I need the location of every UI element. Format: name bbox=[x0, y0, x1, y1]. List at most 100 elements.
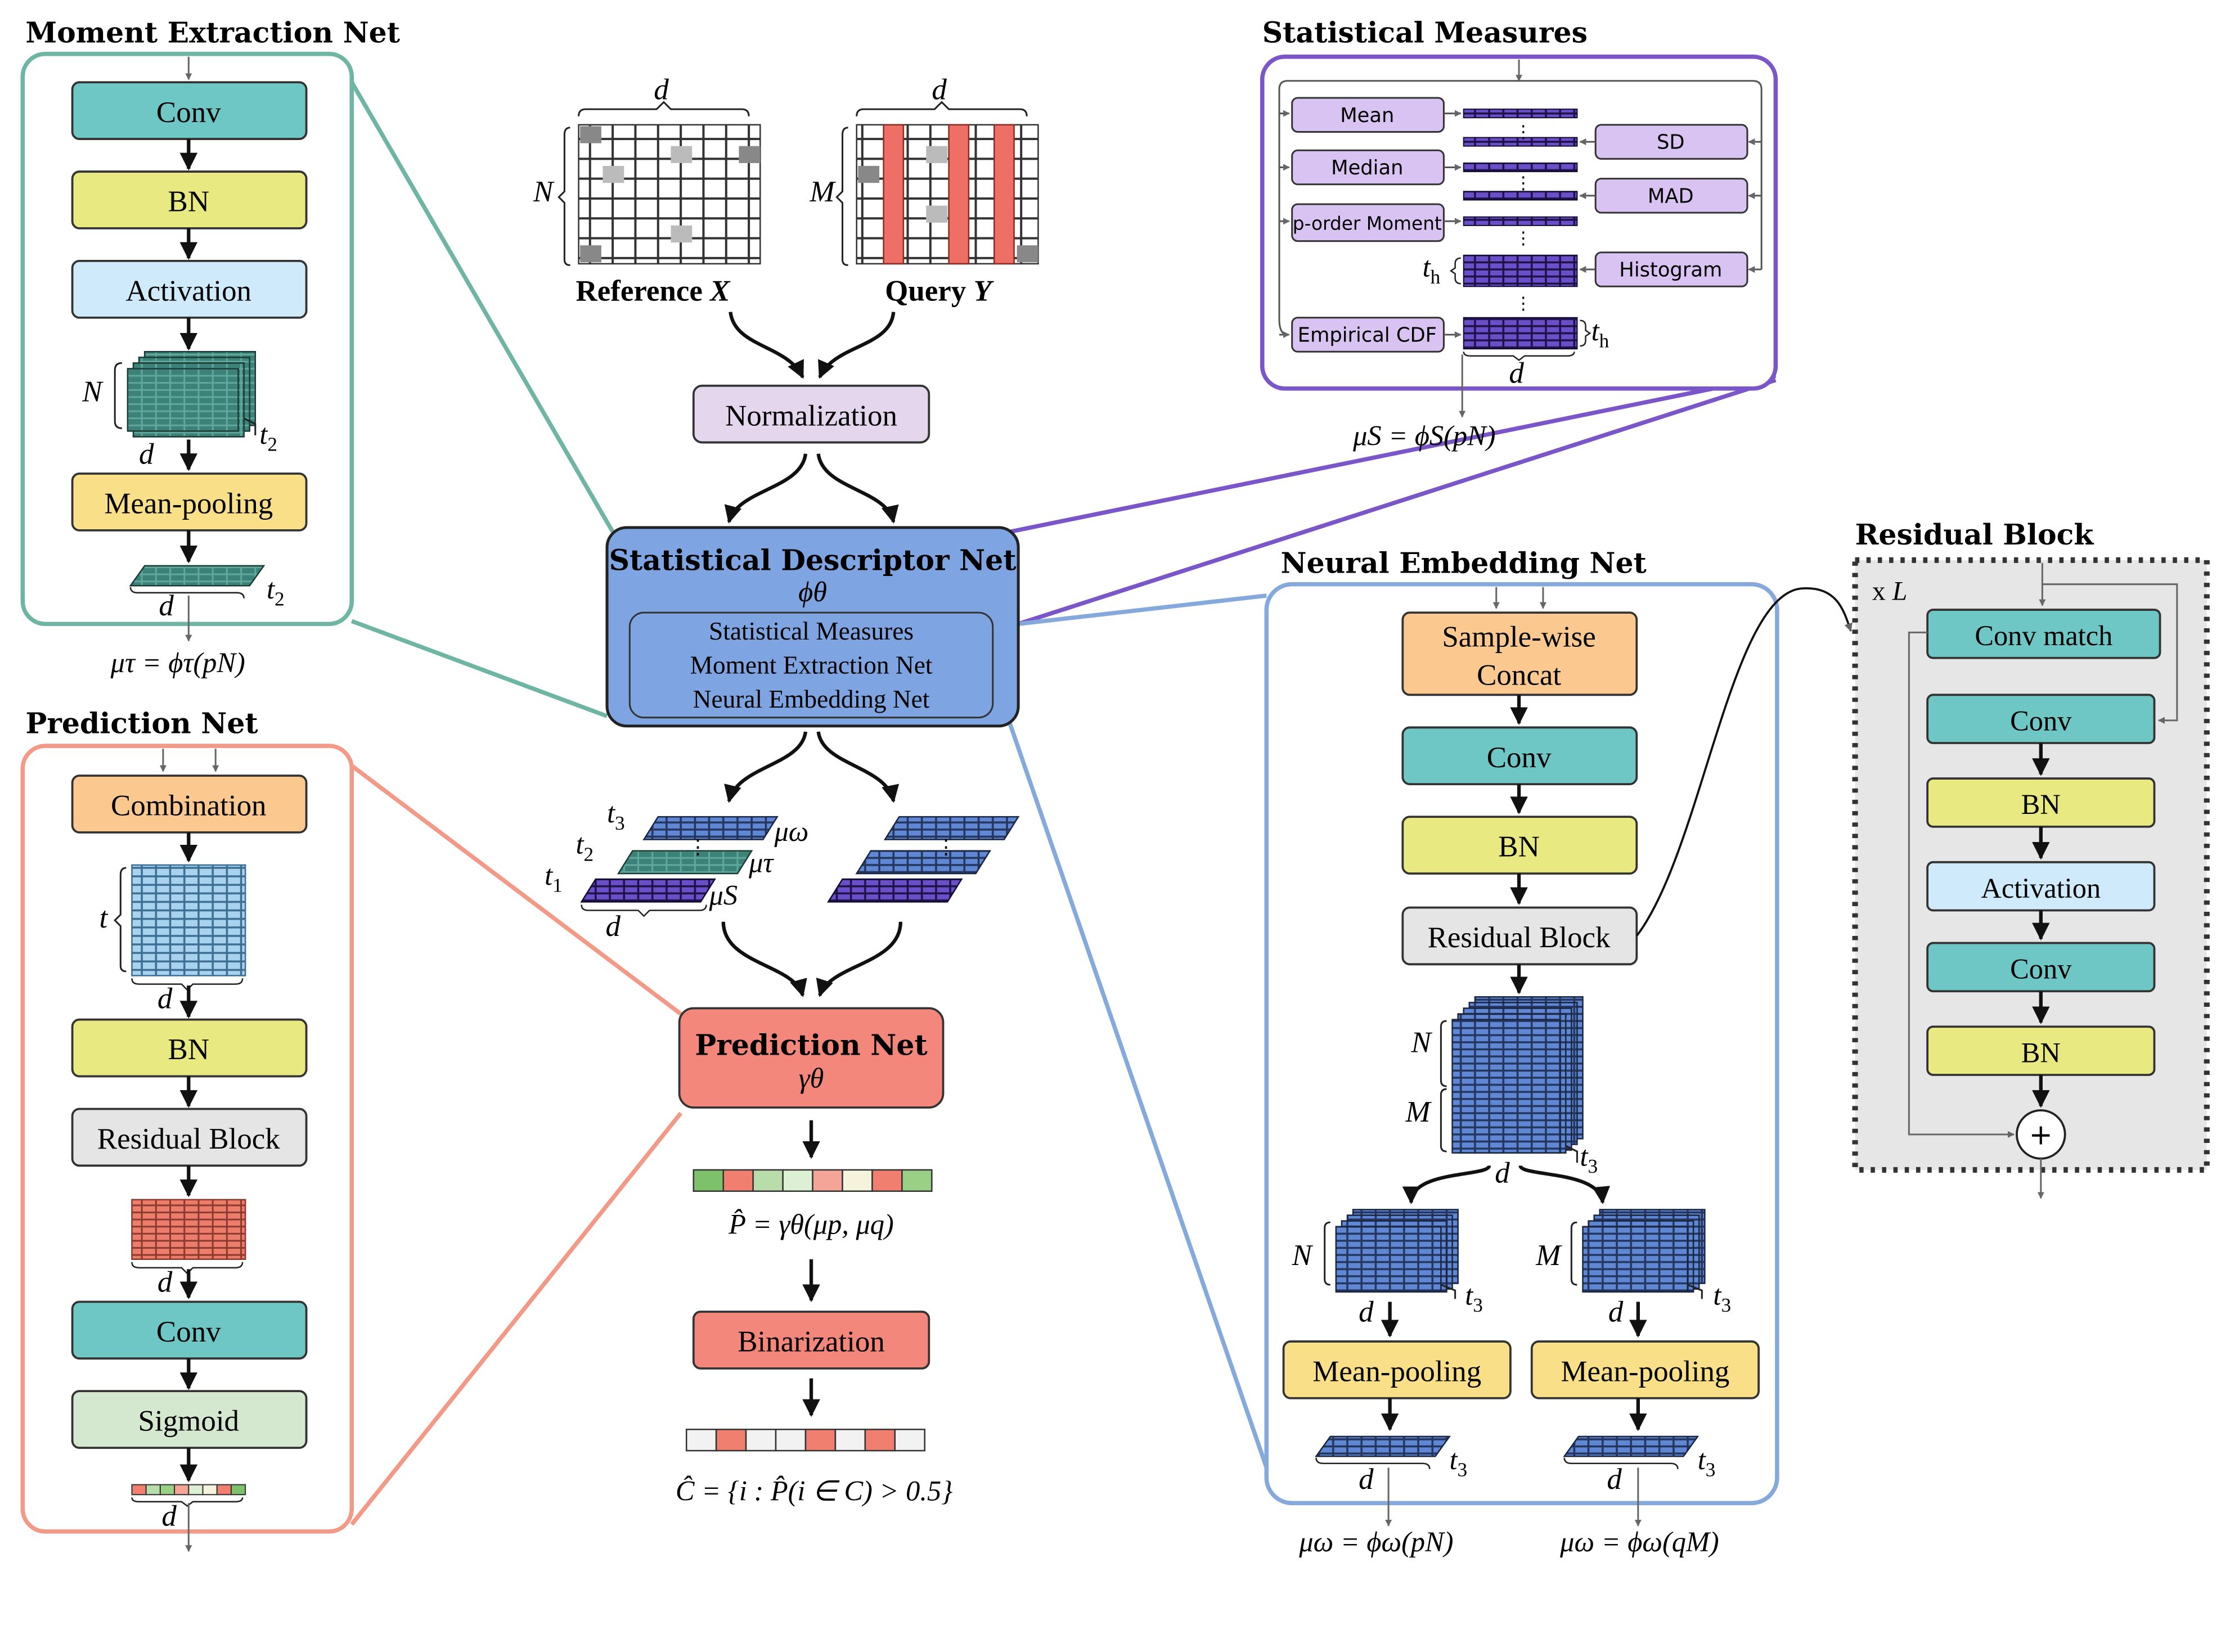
mean-label: Mean bbox=[1340, 104, 1394, 127]
moment-tensor-3d bbox=[127, 350, 257, 438]
neural-M2-label: M bbox=[1535, 1239, 1562, 1272]
combination-label: Combination bbox=[111, 790, 266, 822]
prediction-net-panel-title: Prediction Net bbox=[25, 706, 258, 740]
combination-block bbox=[71, 775, 308, 834]
median-block bbox=[1291, 149, 1445, 186]
sigmoid-label: Sigmoid bbox=[138, 1405, 239, 1438]
neural-t3-label-a: t3 bbox=[1580, 1140, 1598, 1177]
moment-t2-label-a: t2 bbox=[259, 418, 277, 456]
res-xL-label: x L bbox=[1872, 576, 1908, 606]
moment-N-label: N bbox=[82, 375, 104, 408]
neural-d-label-d: d bbox=[1359, 1463, 1374, 1496]
combined-tensor bbox=[131, 864, 246, 976]
neural-M-label: M bbox=[1405, 1096, 1432, 1128]
neural-N2-label: N bbox=[1292, 1239, 1314, 1272]
res-conv2-label: Conv bbox=[2010, 953, 2072, 985]
res-conv2-block bbox=[1926, 942, 2156, 993]
neural-pooled-left bbox=[1315, 1435, 1451, 1457]
ref-N-label: N bbox=[533, 175, 555, 208]
neural-pool-left-label: Mean-pooling bbox=[1312, 1356, 1481, 1388]
res-bn1-label: BN bbox=[2021, 789, 2061, 820]
neural-pool-right-block bbox=[1530, 1340, 1760, 1399]
sdn-sub-neural: Neural Embedding Net bbox=[693, 685, 930, 713]
mad-label: MAD bbox=[1648, 185, 1694, 208]
moment-extraction-title: Moment Extraction Net bbox=[25, 16, 400, 49]
conv-match-block bbox=[1926, 609, 2161, 659]
svg-text:⋮: ⋮ bbox=[1515, 229, 1532, 248]
neural-embedding-panel: Sample-wise Concat Conv BN Residual Bloc… bbox=[1282, 587, 1853, 1558]
emb-d-label: d bbox=[605, 910, 621, 943]
stat-th-label-a: th bbox=[1423, 251, 1441, 289]
neural-tensor-right bbox=[1582, 1209, 1706, 1293]
binarization-block bbox=[692, 1311, 930, 1370]
pred-conv-block bbox=[71, 1300, 308, 1360]
p-order-block bbox=[1291, 203, 1445, 242]
reference-matrix: d N Reference X bbox=[533, 73, 761, 307]
moment-t2-label-b: t2 bbox=[267, 573, 285, 610]
statistical-measures-title: Statistical Measures bbox=[1262, 16, 1588, 49]
neural-N-label: N bbox=[1410, 1027, 1432, 1059]
moment-activation-block bbox=[71, 259, 308, 319]
moment-pool-label: Mean-pooling bbox=[104, 488, 273, 520]
stat-vectors: ⋮ ⋮ ⋮ ⋮ bbox=[1463, 109, 1578, 350]
sd-label: SD bbox=[1657, 131, 1685, 154]
conv-match-label: Conv match bbox=[1975, 620, 2112, 651]
ecdf-block bbox=[1291, 317, 1445, 353]
probability-vector bbox=[693, 1169, 933, 1192]
query-label: Query Y bbox=[885, 274, 994, 307]
neural-t3-label-b: t3 bbox=[1465, 1279, 1483, 1316]
median-label: Median bbox=[1331, 156, 1403, 179]
sdn-phi: ϕθ bbox=[798, 576, 827, 607]
emb-mu-w-label: μω bbox=[774, 816, 809, 847]
neural-tensor-3d bbox=[1451, 996, 1584, 1154]
moment-bn-label: BN bbox=[168, 186, 210, 218]
normalization-label: Normalization bbox=[725, 399, 897, 432]
prediction-formula: P̂ = γθ(μp, μq) bbox=[728, 1208, 894, 1240]
concat-label-1: Sample-wise bbox=[1442, 621, 1595, 654]
sdn-title: Statistical Descriptor Net bbox=[609, 543, 1017, 577]
neural-formula-left: μω = ϕω(pN) bbox=[1298, 1526, 1453, 1558]
neural-d-label-c: d bbox=[1608, 1296, 1624, 1329]
neural-residual-label: Residual Block bbox=[1428, 921, 1611, 954]
res-conv1-label: Conv bbox=[2010, 705, 2072, 736]
neural-tensor-left bbox=[1335, 1209, 1459, 1293]
res-conv1-block bbox=[1926, 694, 2156, 744]
ecdf-label: Empirical CDF bbox=[1298, 324, 1437, 347]
pred-conv-label: Conv bbox=[156, 1316, 221, 1348]
residual-block-panel: x L Conv match Conv BN Activation Conv B… bbox=[1872, 562, 2178, 1199]
reference-label: Reference X bbox=[576, 274, 731, 307]
prediction-net-block bbox=[678, 1007, 945, 1109]
pred-residual-label: Residual Block bbox=[97, 1123, 280, 1155]
residual-block-title: Residual Block bbox=[1855, 518, 2094, 551]
pred-d-label-b: d bbox=[158, 1266, 173, 1299]
moment-d-label-a: d bbox=[139, 438, 154, 470]
moment-pooled-vector bbox=[129, 565, 266, 587]
neural-t3-label-d: t3 bbox=[1450, 1444, 1468, 1481]
concat-label-2: Concat bbox=[1477, 659, 1561, 692]
neural-conv-label: Conv bbox=[1487, 741, 1552, 774]
sdn-sub-stat: Statistical Measures bbox=[709, 617, 914, 645]
neural-t3-label-c: t3 bbox=[1713, 1279, 1731, 1316]
pred-bn-label: BN bbox=[168, 1033, 210, 1066]
sdn-inner-box bbox=[628, 611, 994, 719]
moment-formula: μτ = ϕτ(pN) bbox=[110, 647, 245, 678]
query-matrix: d M Query Y bbox=[810, 73, 1039, 307]
svg-text:⋮: ⋮ bbox=[1515, 173, 1532, 192]
emb-dots-left: ⋮ bbox=[688, 836, 708, 858]
embedding-stack-right: ⋮ bbox=[827, 816, 1020, 903]
prediction-net-gamma: γθ bbox=[799, 1063, 824, 1094]
sigmoid-block bbox=[71, 1390, 308, 1449]
neural-embedding-title: Neural Embedding Net bbox=[1281, 547, 1647, 580]
query-M-label: M bbox=[810, 175, 837, 208]
prediction-net-title: Prediction Net bbox=[695, 1029, 928, 1062]
moment-activation-label: Activation bbox=[126, 274, 251, 307]
emb-t3-label: t3 bbox=[607, 797, 625, 834]
pred-t-label: t bbox=[99, 902, 108, 934]
res-bn2-label: BN bbox=[2021, 1037, 2061, 1068]
connector-lines bbox=[349, 81, 1777, 1526]
neural-formula-right: μω = ϕω(qM) bbox=[1559, 1526, 1719, 1558]
statistical-measures-panel: Mean Median p-order Moment Empirical CDF… bbox=[1278, 59, 1763, 452]
res-sum-node bbox=[2016, 1109, 2066, 1160]
ref-d-label: d bbox=[654, 73, 669, 106]
